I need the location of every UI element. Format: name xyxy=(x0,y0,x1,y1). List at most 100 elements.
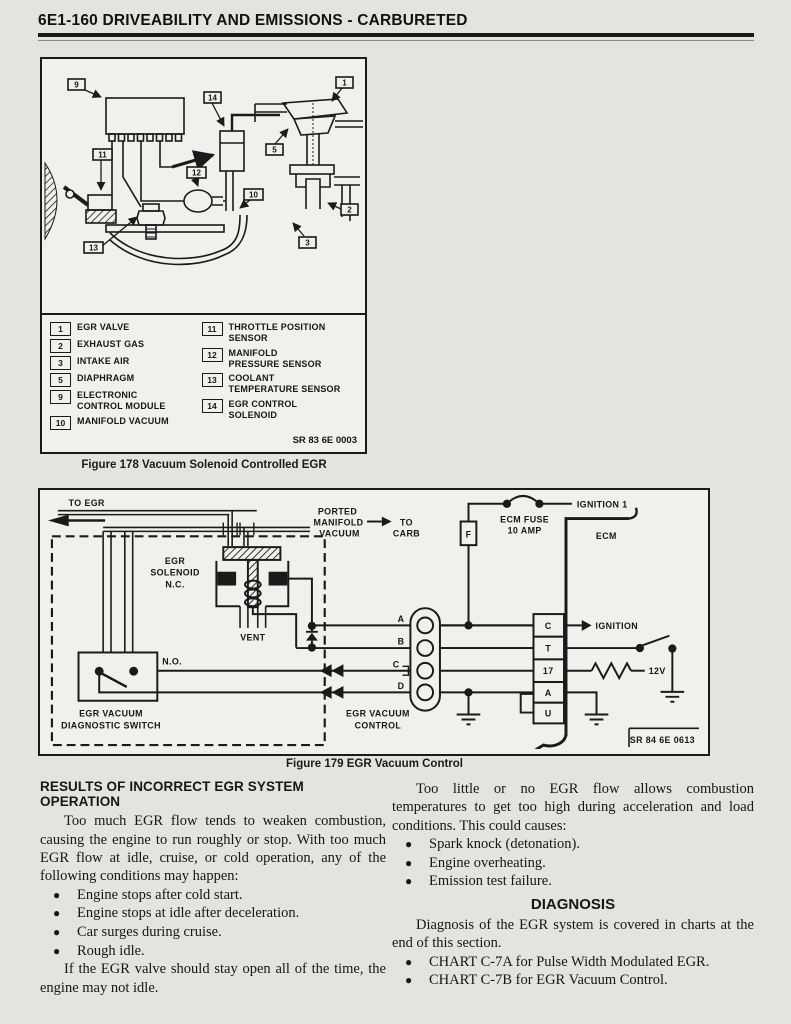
label-solenoid: SOLENOID xyxy=(150,568,200,578)
bullet-text: Engine stops after cold start. xyxy=(77,886,243,903)
bullet-icon: ● xyxy=(53,906,61,921)
callout-1: 1 xyxy=(342,79,347,88)
label-no: N.O. xyxy=(162,656,182,666)
bullet-item: ● Spark knock (detonation). xyxy=(392,835,754,854)
callout-12: 12 xyxy=(192,169,201,178)
label-egr: EGR xyxy=(165,556,186,566)
legend-num: 10 xyxy=(50,415,71,430)
callout-13: 13 xyxy=(89,244,98,253)
bullet-item: ● CHART C-7B for EGR Vacuum Control. xyxy=(392,971,754,990)
callout-9: 9 xyxy=(74,81,79,90)
bullet-icon: ● xyxy=(405,973,413,988)
legend-label: MANIFOLD PRESSURE SENSOR xyxy=(228,347,322,369)
label-ported: PORTED xyxy=(318,507,357,517)
label-12v: 12V xyxy=(649,666,666,676)
figure-179-caption: Figure 179 EGR Vacuum Control xyxy=(285,758,463,770)
label-term-u: U xyxy=(545,709,552,719)
bullet-item: ●Emission test failure. xyxy=(392,872,754,891)
manifold-arrow xyxy=(367,516,392,527)
label-pin-d: D xyxy=(398,681,405,691)
label-to-egr: TO EGR xyxy=(69,498,105,508)
label-term-c: C xyxy=(545,621,552,631)
bullet-item: ● Engine stops after cold start. xyxy=(40,886,386,905)
label-pin-a: A xyxy=(398,614,405,624)
bullet-item: ● CHART C-7A for Pulse Width Modulated EG… xyxy=(392,953,754,972)
legend-num: 11 xyxy=(201,322,223,336)
page-title: 6E1-160 DRIVEABILITY AND EMISSIONS - CAR… xyxy=(38,12,468,29)
bullet-icon: ● xyxy=(405,954,413,969)
right-column: Too little or no EGR flow allows combust… xyxy=(392,780,754,990)
label-ignition-1: IGNITION 1 xyxy=(577,500,628,510)
label-term-17: 17 xyxy=(543,666,554,676)
egr-valve-cap xyxy=(281,98,349,120)
bullet-item: ● Engine overheating. xyxy=(392,854,754,873)
paragraph: Too much EGR flow tends to weaken combus… xyxy=(40,813,386,885)
label-term-a: A xyxy=(545,688,552,698)
ecm-module xyxy=(105,97,185,135)
bullet-text: CHART C-7A for Pulse Width Modulated EGR… xyxy=(429,953,710,970)
label-vent: VENT xyxy=(240,633,265,643)
throttle-position-sensor xyxy=(87,194,113,211)
figure-179-ref: SR 84 6E 0613 xyxy=(630,735,695,745)
figure-179-box: TO EGR PORTED MANIFOLD VACUUM TO CARB EG… xyxy=(38,488,710,756)
legend-num: 13 xyxy=(201,373,223,387)
paragraph: Too little or no EGR flow allows combust… xyxy=(392,781,754,834)
label-to: TO xyxy=(400,517,413,527)
legend-num: 9 xyxy=(50,390,71,404)
legend-item: 3 INTAKE AIR xyxy=(50,356,202,370)
legend-label: INTAKE AIR xyxy=(77,356,130,366)
label-vacuum: VACUUM xyxy=(319,528,360,538)
paragraph: If the EGR valve should stay open all of… xyxy=(40,961,386,996)
bullet-text: CHART C-7B for EGR Vacuum Control. xyxy=(429,972,668,989)
coolant-temperature-sensor xyxy=(142,203,160,212)
legend-num: 2 xyxy=(50,339,71,353)
manifold-pressure-sensor xyxy=(183,189,213,213)
engine-diagram-lines xyxy=(44,97,363,266)
legend-label: DIAPHRAGM xyxy=(77,373,135,383)
bullet-text: Engine overheating. xyxy=(429,854,546,871)
ecm-pins xyxy=(108,133,183,142)
label-manifold: MANIFOLD xyxy=(314,517,364,527)
callout-14: 14 xyxy=(208,94,217,103)
figure-178-drawing: 9 14 1 11 12 5 10 2 3 13 xyxy=(44,76,363,266)
label-ignition: IGNITION xyxy=(596,621,639,631)
label-nc: N.C. xyxy=(165,579,184,589)
section-heading-diagnosis: DIAGNOSIS xyxy=(530,896,616,913)
legend-label: ELECTRONIC CONTROL MODULE xyxy=(77,390,166,412)
label-10-amp: 10 AMP xyxy=(508,525,542,535)
label-pin-b: B xyxy=(398,637,405,647)
bullet-text: Spark knock (detonation). xyxy=(429,836,581,853)
label-term-t: T xyxy=(545,644,551,654)
legend-item: 9 ELECTRONIC CONTROL MODULE xyxy=(50,390,202,413)
paragraph: Diagnosis of the EGR system is covered i… xyxy=(392,917,754,952)
figure-179-schematic: TO EGR PORTED MANIFOLD VACUUM TO CARB EG… xyxy=(47,494,699,752)
legend-num: 5 xyxy=(50,373,71,387)
figure-178-ref: SR 83 6E 0003 xyxy=(292,435,357,446)
bullet-icon: ● xyxy=(405,855,413,870)
bullet-icon: ● xyxy=(405,837,413,852)
legend-num: 1 xyxy=(50,322,71,336)
bullet-item: ●Rough idle. xyxy=(40,942,386,961)
schematic-lines xyxy=(47,494,699,752)
label-carb: CARB xyxy=(393,528,420,538)
label-control-1: EGR VACUUM xyxy=(346,709,410,719)
callout-2: 2 xyxy=(347,206,352,215)
left-column: RESULTS OF INCORRECT EGR SYSTEM OPERATIO… xyxy=(40,779,386,997)
label-ecm: ECM xyxy=(596,531,617,541)
legend-item: 2 EXHAUST GAS xyxy=(50,339,202,353)
callout-11: 11 xyxy=(98,151,107,160)
legend-num: 14 xyxy=(201,398,223,413)
bullet-icon: ● xyxy=(53,943,61,958)
bullet-icon: ● xyxy=(53,925,61,940)
legend-num: 3 xyxy=(50,356,71,370)
legend-label: EXHAUST GAS xyxy=(77,339,145,349)
bullet-icon: ● xyxy=(53,887,61,902)
callout-boxes xyxy=(67,76,359,254)
